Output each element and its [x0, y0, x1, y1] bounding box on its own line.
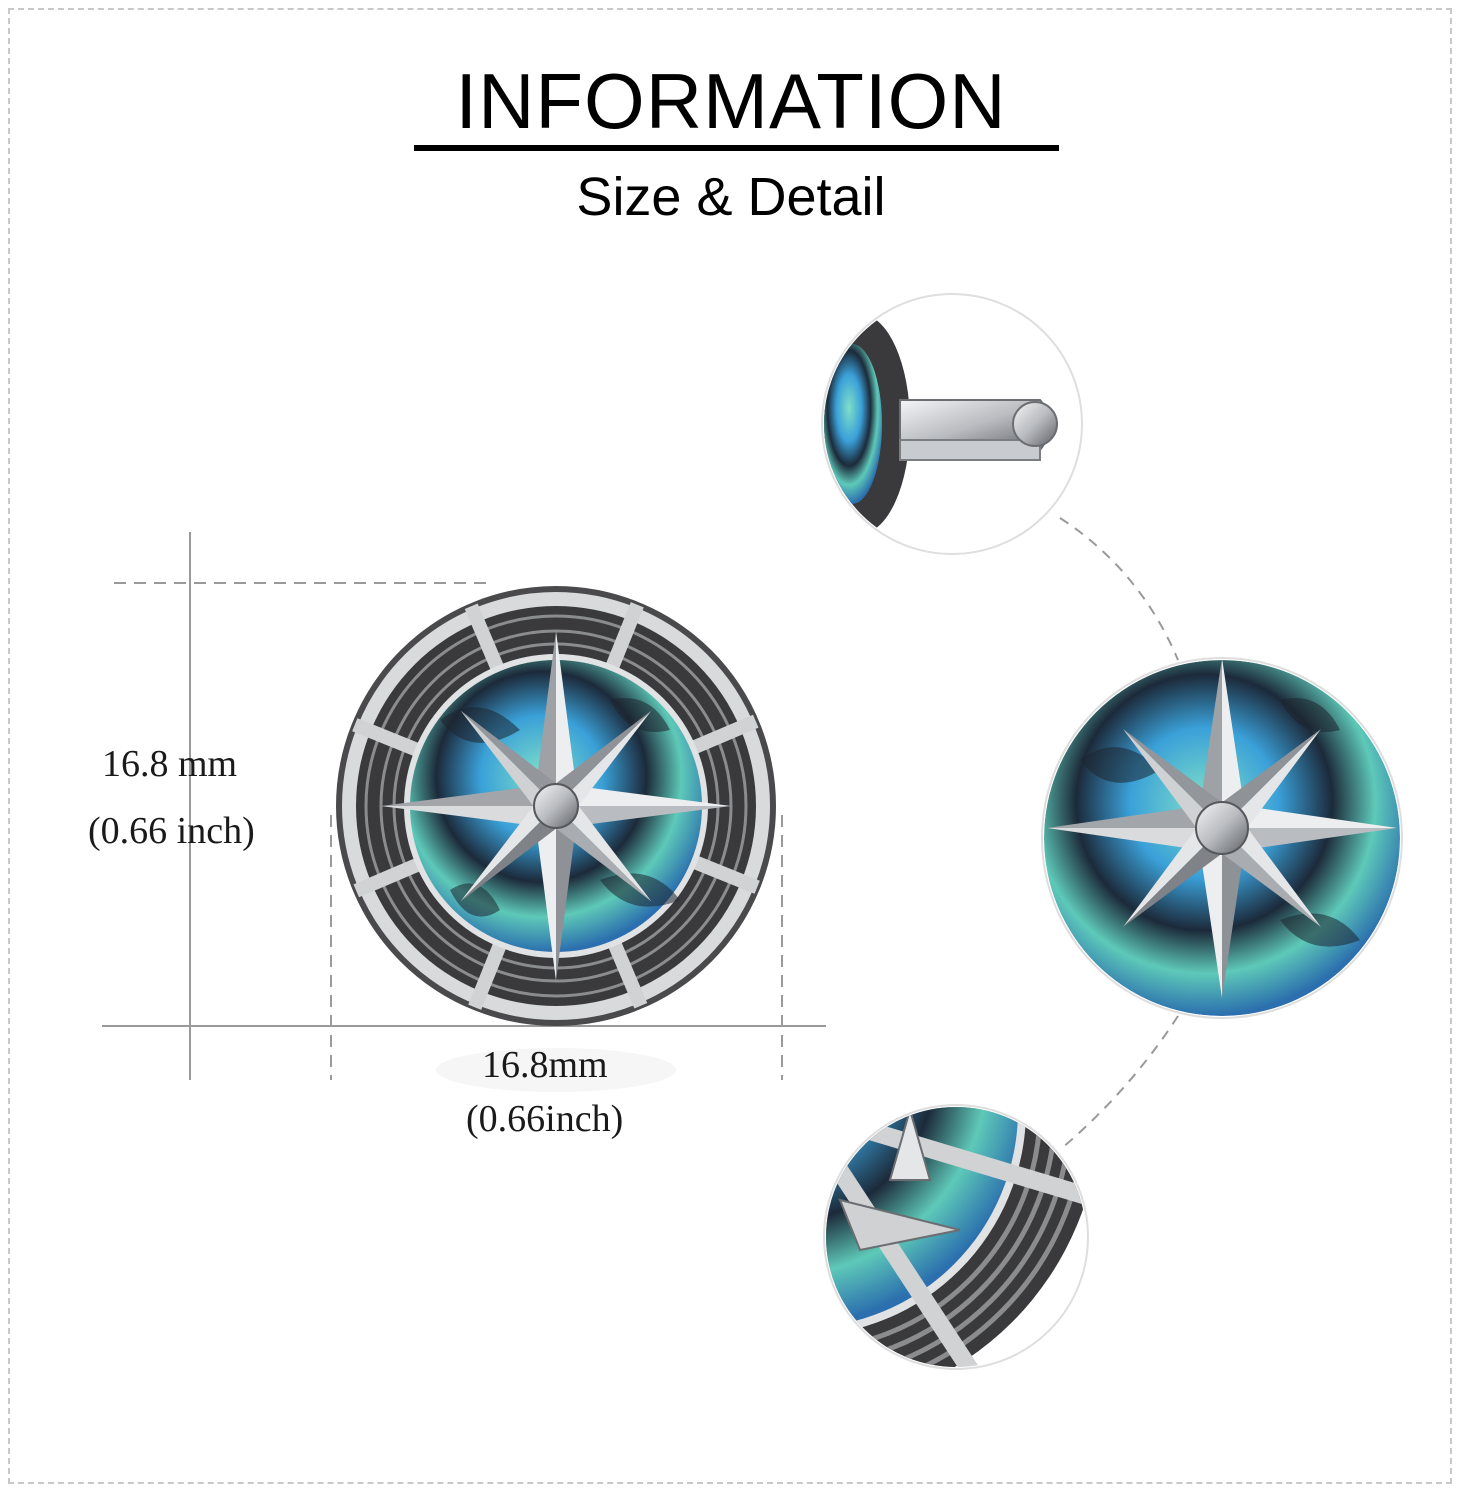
page-subtitle: Size & Detail: [576, 167, 886, 227]
page-title: INFORMATION: [455, 57, 1007, 145]
compass-star-closeup-icon: [1041, 657, 1403, 1019]
dimension-guides: [102, 532, 826, 1080]
height-inch-label: (0.66 inch): [88, 810, 255, 852]
title-underline: [414, 145, 1059, 151]
compass-cufflink-icon: [336, 586, 776, 1092]
detail-connectors: [1059, 517, 1179, 1149]
width-mm-label: 16.8mm: [482, 1044, 608, 1086]
page-border: [8, 8, 1452, 1484]
cufflink-side-view-icon: [821, 293, 1083, 555]
width-inch-label: (0.66inch): [466, 1098, 624, 1140]
height-mm-label: 16.8 mm: [102, 743, 238, 785]
